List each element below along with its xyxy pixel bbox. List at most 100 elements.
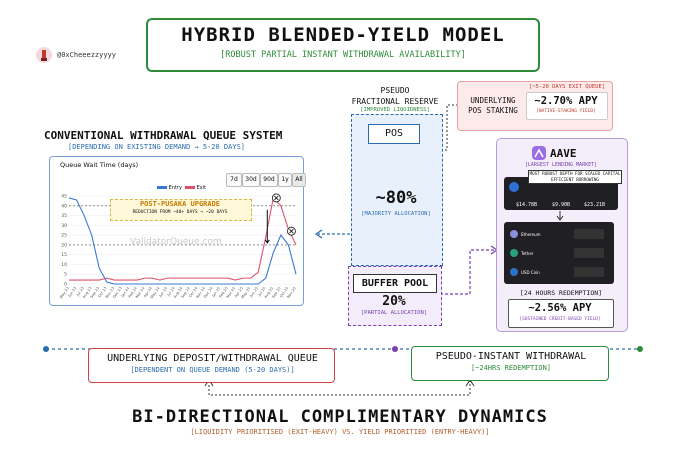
aave-down-arrow-icon — [556, 211, 564, 221]
x-tick-label: Oct 24 — [188, 286, 199, 299]
upgrade-subtitle: REDUCTION FROM ~40+ DAYS → ~20 DAYS — [132, 210, 228, 215]
x-tick-label: Jan 25 — [211, 286, 221, 298]
pos-to-staking-line — [441, 104, 457, 151]
divider-dot-mid — [392, 346, 398, 352]
x-tick-label: Sep 25 — [271, 286, 281, 299]
x-tick-label: Sep 24 — [180, 286, 191, 299]
chart-watermark: ValidatorQueue.com — [130, 237, 222, 247]
pos-label-box: POS — [368, 124, 420, 144]
author-handle[interactable]: @0xCheeezzyyyy — [57, 51, 117, 59]
x-tick-label: Jan 24 — [120, 286, 131, 299]
aave-asset-0[interactable]: Ethereum — [521, 232, 541, 237]
y-tick-label: 10 — [61, 262, 67, 268]
avatar[interactable] — [36, 47, 52, 63]
aave-stat-1: $9.90B — [552, 202, 570, 208]
reserve-subtitle: [IMPROVED LIQUIDNESS] — [360, 107, 430, 113]
page-subtitle: [ROBUST PARTIAL INSTANT WITHDRAWAL AVAIL… — [220, 50, 466, 60]
withdrawal-box-title: PSEUDO-INSTANT WITHDRAWAL — [435, 351, 587, 362]
aave-title: AAVE — [550, 147, 577, 160]
range-all-button[interactable]: All — [292, 173, 306, 187]
y-tick-label: 45 — [61, 194, 67, 200]
aave-asset-2[interactable]: USD Coin — [521, 270, 540, 275]
reserve-title: PSEUDO FRACTIONAL RESERVE — [329, 85, 461, 107]
reduction-arrow — [264, 209, 270, 244]
reserve-title-line2: FRACTIONAL RESERVE — [351, 97, 439, 106]
peak-marker-icon — [271, 193, 281, 203]
y-tick-label: 40 — [61, 203, 67, 209]
staking-label-line1: UNDERLYING — [470, 96, 516, 105]
x-tick-label: Jul 24 — [166, 286, 176, 298]
peak-marker-icon — [287, 226, 296, 236]
aave-asset-list — [504, 222, 614, 284]
aave-logo-icon — [532, 146, 546, 160]
staking-apy-box — [526, 92, 608, 120]
x-tick-label: Oct 25 — [279, 286, 289, 298]
pos-allocation-label: [MAJORITY ALLOCATION] — [361, 211, 431, 217]
y-tick-label: 0 — [64, 282, 67, 288]
staking-apy-subtitle: [NATIVE-STAKING YIELD] — [536, 109, 596, 114]
range-90d-button[interactable]: 90d — [260, 173, 278, 187]
x-tick-label: Jun 23 — [67, 286, 77, 298]
x-tick-label: Jun 24 — [158, 286, 169, 299]
x-tick-label: May 23 — [59, 286, 70, 299]
legend-entry: Entry — [157, 185, 182, 191]
dynamics-bracket — [208, 381, 471, 396]
buffer-pool-label-box: BUFFER POOL — [353, 274, 437, 293]
x-tick-label: Aug 23 — [82, 286, 93, 299]
upgrade-title: POST-PUSAKA UPGRADE — [139, 200, 221, 208]
y-tick-label: 30 — [61, 223, 67, 229]
aave-apy-subtitle: [SUSTAINED CREDIT-BASED YIELD] — [519, 317, 601, 322]
aave-apy: ~2.56% APY — [528, 302, 592, 314]
legend-exit: Exit — [185, 185, 206, 191]
buffer-percentage: 20% — [382, 294, 406, 309]
x-tick-label: Nov 23 — [105, 286, 116, 299]
aave-stat-0: $14.78B — [516, 202, 537, 208]
aave-subtitle: [LARGEST LENDING MARKET] — [524, 162, 598, 168]
x-tick-label: Dec 23 — [112, 286, 123, 299]
reserve-title-line1: PSEUDO — [380, 86, 410, 95]
queue-box — [88, 348, 335, 383]
x-tick-label: Feb 24 — [128, 286, 139, 299]
withdrawal-box-subtitle: [~24HRS REDEMPTION] — [470, 364, 552, 372]
pos-percentage: ~80% — [375, 188, 417, 208]
x-tick-label: Jul 23 — [75, 286, 85, 297]
queue-box-subtitle: [DEPENDENT ON QUEUE DEMAND (5-20 DAYS)] — [130, 366, 295, 374]
buffer-allocation-label: [PARTIAL ALLOCATION] — [360, 310, 428, 316]
staking-label: UNDERLYING POS STAKING — [462, 96, 524, 116]
range-1y-button[interactable]: 1y — [278, 173, 292, 187]
legend-entry-label: Entry — [168, 185, 182, 191]
legend-exit-label: Exit — [196, 185, 207, 191]
y-tick-label: 15 — [61, 252, 67, 258]
range-7d-button[interactable]: 7d — [226, 173, 242, 187]
x-tick-label: May 24 — [150, 286, 161, 300]
header-box — [146, 18, 540, 72]
aave-stat-2: $23.21B — [584, 202, 605, 208]
x-tick-label: Jun 25 — [249, 286, 259, 298]
aave-asset-1[interactable]: Tether — [521, 251, 534, 256]
staking-exit-queue: [~5-20 DAYS EXIT QUEUE] — [528, 84, 606, 90]
aave-note: MOST ROBUST DEPTH FOR SCALED CAPITAL EFF… — [528, 170, 622, 184]
buffer-to-aave-arrow — [440, 249, 496, 295]
series-line-exit — [69, 196, 297, 281]
divider-dot-right — [637, 346, 643, 352]
x-tick-label: Nov 24 — [195, 286, 206, 299]
aave-redemption: [24 HOURS REDEMPTION] — [519, 289, 603, 297]
legend-entry-swatch — [157, 186, 167, 189]
x-tick-label: Apr 24 — [143, 286, 154, 299]
page-title: HYBRID BLENDED-YIELD MODEL — [181, 24, 505, 46]
series-line-entry — [68, 197, 297, 285]
queue-system-subtitle: [DEPENDING ON EXISTING DEMAND → 5-20 DAY… — [68, 143, 246, 151]
x-tick-label: Mar 24 — [135, 286, 146, 299]
x-tick-label: Apr 25 — [234, 286, 244, 298]
chart-label: Queue Wait Time (days) — [60, 161, 139, 169]
y-tick-label: 35 — [61, 213, 67, 219]
x-tick-label: Feb 25 — [219, 286, 229, 298]
x-tick-label: Dec 24 — [203, 286, 214, 299]
y-tick-label: 25 — [61, 233, 67, 239]
x-tick-label: Mar 25 — [226, 286, 236, 299]
x-tick-label: Aug 25 — [264, 286, 275, 299]
avatar-icon — [41, 50, 47, 61]
y-tick-label: 20 — [61, 242, 67, 248]
withdrawal-box — [411, 346, 609, 381]
range-30d-button[interactable]: 30d — [242, 173, 260, 187]
